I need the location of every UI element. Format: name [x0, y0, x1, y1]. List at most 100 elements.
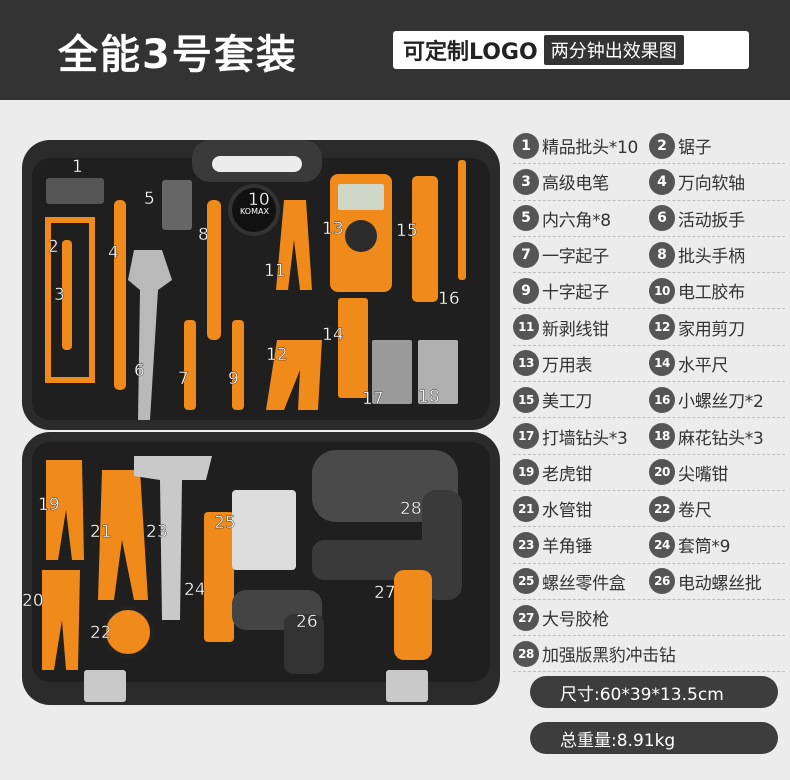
electrical-tape	[228, 184, 280, 236]
item-number-badge: 28	[513, 640, 539, 667]
item-name: 老虎钳	[542, 464, 593, 485]
needle-nose-pliers	[42, 570, 80, 670]
latch-left	[84, 670, 126, 702]
item-number-badge: 24	[649, 531, 675, 558]
wire-stripper	[276, 200, 312, 290]
item-name: 家用剪刀	[678, 319, 745, 340]
item-name: 新剥线钳	[542, 319, 609, 340]
flat-screwdriver	[184, 320, 196, 410]
case-label-8: 8	[198, 225, 209, 245]
custom-logo-text: 可定制LOGO	[403, 40, 538, 65]
case-label-1: 1	[72, 157, 83, 177]
item-number-badge: 25	[513, 568, 539, 595]
bit-handle	[207, 200, 221, 340]
small-screwdriver	[458, 160, 466, 280]
item-number-badge: 21	[513, 495, 539, 522]
utility-knife	[412, 176, 438, 302]
case-label-17: 17	[362, 389, 384, 409]
scissors	[266, 340, 322, 410]
case-label-2: 2	[48, 237, 59, 257]
case-label-20: 20	[22, 591, 44, 611]
saw-frame	[45, 217, 95, 383]
item-number-badge: 7	[513, 241, 539, 268]
item-number-badge: 19	[513, 459, 539, 486]
case-label-9: 9	[228, 369, 239, 389]
item-name: 内六角*8	[542, 210, 611, 231]
case-label-26: 26	[296, 612, 318, 632]
multimeter-dial	[345, 220, 377, 252]
case-label-7: 7	[178, 369, 189, 389]
item-name: 万用表	[542, 355, 593, 376]
effect-time-badge: 两分钟出效果图	[543, 35, 684, 65]
case-label-14: 14	[322, 325, 344, 345]
masonry-bits	[372, 340, 412, 404]
case-label-24: 24	[184, 580, 206, 600]
item-number-badge: 20	[649, 459, 675, 486]
tape-brand: KOMAX	[240, 207, 269, 216]
adjustable-wrench	[128, 250, 172, 420]
item-name: 螺丝零件盒	[542, 573, 626, 594]
item-name: 卷尺	[678, 501, 712, 522]
item-name: 羊角锤	[542, 537, 593, 558]
item-name: 小螺丝刀*2	[678, 392, 764, 413]
case-label-22: 22	[90, 623, 112, 643]
case-label-6: 6	[134, 361, 145, 381]
item-number-badge: 2	[649, 132, 675, 159]
item-name: 十字起子	[542, 283, 609, 304]
item-name: 水管钳	[542, 501, 593, 522]
item-name: 大号胶枪	[542, 610, 609, 630]
item-number-badge: 3	[513, 168, 539, 195]
case-label-16: 16	[438, 289, 460, 309]
case-label-15: 15	[396, 221, 418, 241]
item-name: 麻花钻头*3	[678, 428, 764, 449]
electric-screwdriver-grip	[284, 614, 324, 674]
case-handle-hole	[212, 156, 302, 172]
case-label-4: 4	[108, 243, 119, 263]
weight-spec-pill: 总重量:8.91kg	[530, 722, 778, 754]
case-label-11: 11	[264, 261, 286, 281]
item-number-badge: 27	[513, 604, 539, 631]
item-number-badge: 10	[649, 277, 675, 304]
item-name: 套筒*9	[678, 537, 731, 558]
case-label-27: 27	[374, 583, 396, 603]
item-number-badge: 17	[513, 423, 539, 450]
test-pen	[62, 240, 72, 350]
socket-set	[204, 512, 234, 642]
item-name: 加强版黑豹冲击钻	[542, 646, 676, 667]
item-name: 尖嘴钳	[678, 464, 729, 485]
item-name: 打墙钻头*3	[542, 428, 628, 449]
item-number-badge: 5	[513, 205, 539, 232]
item-number-badge: 9	[513, 277, 539, 304]
item-number-badge: 13	[513, 350, 539, 377]
case-label-5: 5	[144, 189, 155, 209]
item-name: 美工刀	[542, 392, 593, 413]
